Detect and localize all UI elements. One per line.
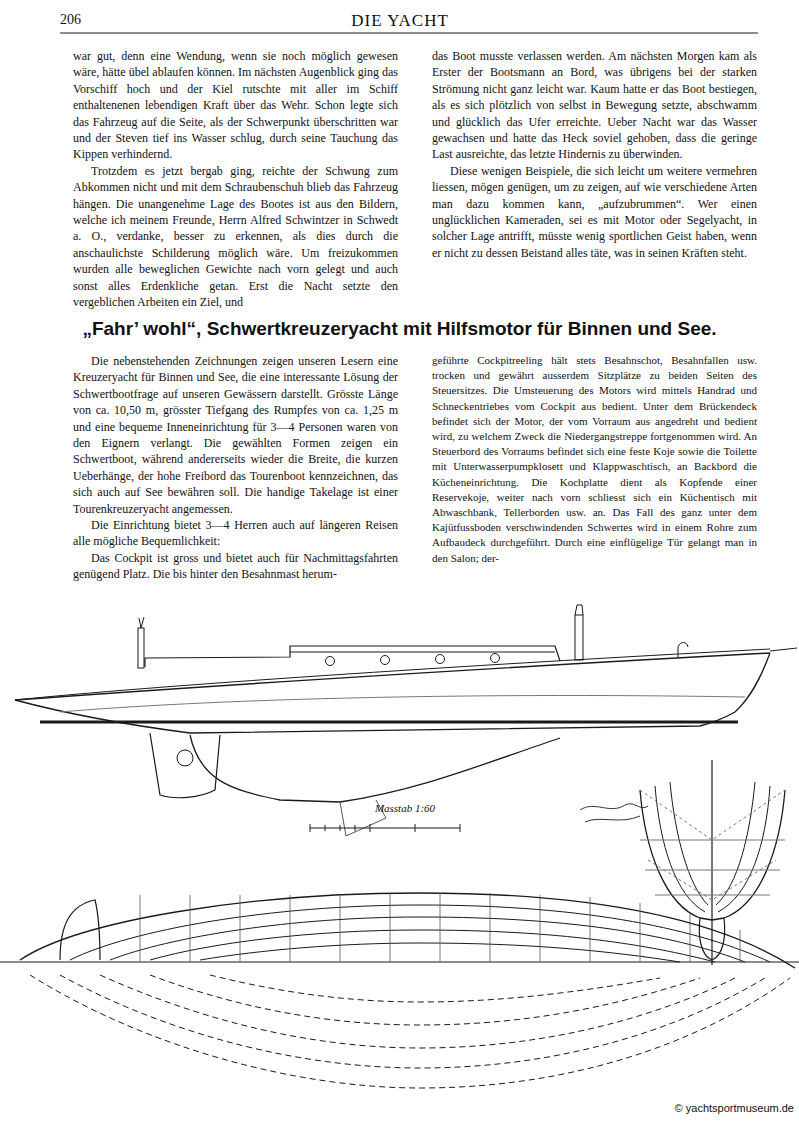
transom bbox=[60, 900, 100, 960]
mast-top bbox=[575, 605, 583, 615]
mast-top bbox=[139, 617, 144, 628]
body-paragraph: Die Einrichtung bietet 3—4 Herren auch a… bbox=[73, 517, 398, 550]
body-paragraph: geführte Cockpitreeling hält stets Besah… bbox=[432, 353, 757, 566]
diagonal-curve bbox=[60, 975, 765, 1068]
mizzen-mast bbox=[138, 628, 144, 668]
cabin-roof-line bbox=[290, 652, 555, 653]
diagonal-curve bbox=[100, 975, 735, 1048]
section-line bbox=[640, 790, 712, 920]
sheer-line bbox=[15, 653, 770, 700]
centerline bbox=[711, 760, 712, 965]
body-paragraph: Die nebenstehenden Zeichnungen zeigen un… bbox=[73, 353, 398, 517]
porthole bbox=[381, 656, 390, 665]
rudder bbox=[150, 733, 220, 798]
cabin-house bbox=[145, 646, 560, 667]
propeller bbox=[177, 750, 193, 766]
header-rule bbox=[60, 32, 758, 33]
scale-label: Masstab 1:60 bbox=[350, 802, 460, 814]
profile-view bbox=[15, 605, 797, 836]
body-paragraph: das Boot musste verlassen werden. Am näc… bbox=[432, 48, 757, 163]
porthole bbox=[491, 654, 500, 663]
main-mast bbox=[575, 615, 583, 660]
diagonal-curve bbox=[30, 975, 790, 1088]
diagonals bbox=[640, 790, 785, 900]
diagonal-curve bbox=[150, 975, 700, 1025]
porthole bbox=[326, 657, 335, 666]
section-line bbox=[655, 786, 705, 912]
section-line bbox=[712, 790, 785, 920]
body-paragraph: Trotzdem es jetzt bergab ging, reichte d… bbox=[73, 163, 398, 311]
waterline-curve bbox=[110, 917, 745, 962]
ventilator bbox=[678, 643, 688, 659]
watermark: © yachtsportmuseum.de bbox=[640, 1102, 794, 1114]
text-column: Die nebenstehenden Zeichnungen zeigen un… bbox=[73, 353, 398, 583]
deck-outline bbox=[20, 893, 795, 968]
scale-bar bbox=[310, 824, 460, 832]
half-breadth-plan bbox=[0, 893, 799, 1088]
section-line bbox=[670, 782, 708, 905]
hull-bottom bbox=[15, 700, 735, 733]
buttock-line bbox=[60, 695, 745, 712]
waterlines bbox=[640, 840, 785, 895]
running-head: DIE YACHT bbox=[250, 11, 550, 31]
section-line bbox=[716, 782, 755, 905]
body-paragraph: Diese wenigen Beispiele, die sich leicht… bbox=[432, 163, 757, 261]
waterline-curve bbox=[70, 905, 770, 962]
article-heading: „Fahr’ wohl“, Schwertkreuzeryacht mit Hi… bbox=[0, 318, 799, 340]
scale-ticks bbox=[310, 824, 460, 832]
keel bbox=[190, 735, 560, 802]
stem bbox=[735, 653, 770, 712]
scale-line bbox=[310, 827, 460, 828]
body-paragraph: Das Cockpit ist gross und bietet auch fü… bbox=[73, 550, 398, 583]
waterline-curve bbox=[150, 930, 715, 962]
bowsprit bbox=[770, 648, 797, 651]
waterline bbox=[40, 721, 738, 724]
body-paragraph: war gut, denn eine Wendung, wenn sie noc… bbox=[73, 48, 398, 163]
text-column: war gut, denn eine Wendung, wenn sie noc… bbox=[73, 48, 398, 311]
text-column: geführte Cockpitreeling hält stets Besah… bbox=[432, 353, 757, 566]
signature-flourish bbox=[580, 804, 648, 822]
text-column: das Boot musste verlassen werden. Am näc… bbox=[432, 48, 757, 261]
porthole bbox=[436, 655, 445, 664]
page-number: 206 bbox=[60, 12, 120, 28]
station-lines bbox=[140, 893, 740, 962]
diagonal-curve bbox=[210, 975, 660, 1002]
body-plan bbox=[640, 760, 785, 965]
deck-edge bbox=[15, 649, 770, 700]
